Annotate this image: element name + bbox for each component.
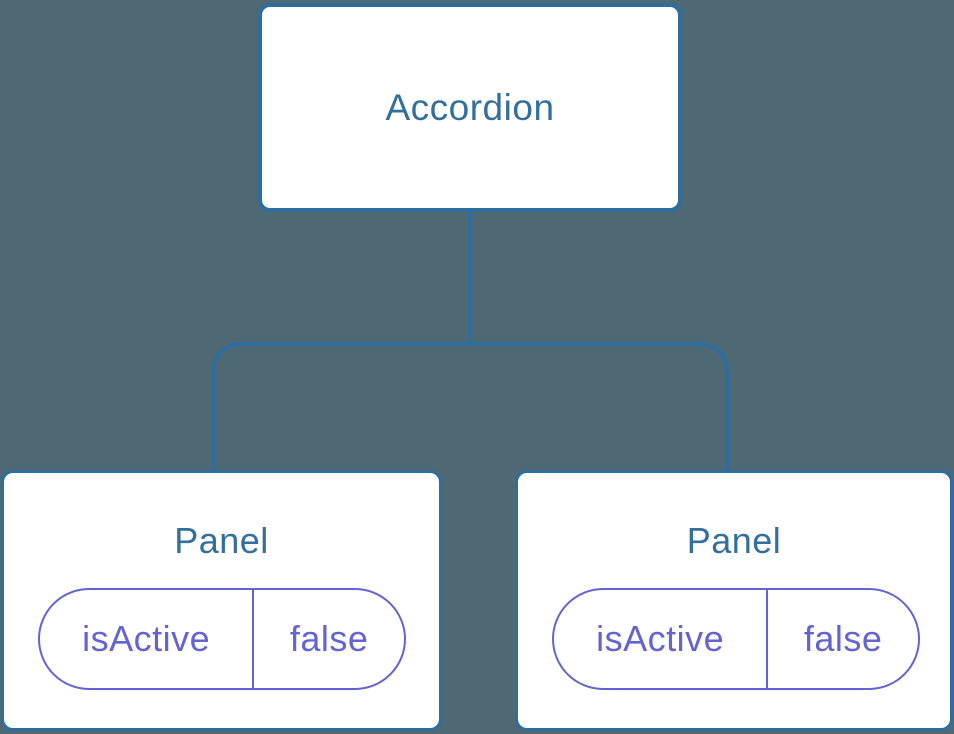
state-pill: isActive false: [38, 588, 406, 690]
state-value-cell: false: [768, 590, 918, 688]
state-pill: isActive false: [552, 588, 920, 690]
state-key: isActive: [596, 618, 725, 659]
panel-node-label: Panel: [686, 520, 782, 561]
state-key: isActive: [82, 618, 211, 659]
component-node-panel-left: Panel isActive false: [1, 470, 442, 731]
state-key-cell: isActive: [554, 590, 769, 688]
accordion-node-label: Accordion: [385, 86, 555, 128]
state-key-cell: isActive: [40, 590, 255, 688]
connector-branch: [211, 342, 729, 472]
component-node-panel-right: Panel isActive false: [515, 470, 953, 731]
state-value-cell: false: [254, 590, 404, 688]
state-value: false: [289, 618, 369, 659]
component-node-accordion: Accordion: [258, 3, 682, 212]
state-value: false: [803, 618, 883, 659]
panel-node-label: Panel: [174, 520, 269, 561]
